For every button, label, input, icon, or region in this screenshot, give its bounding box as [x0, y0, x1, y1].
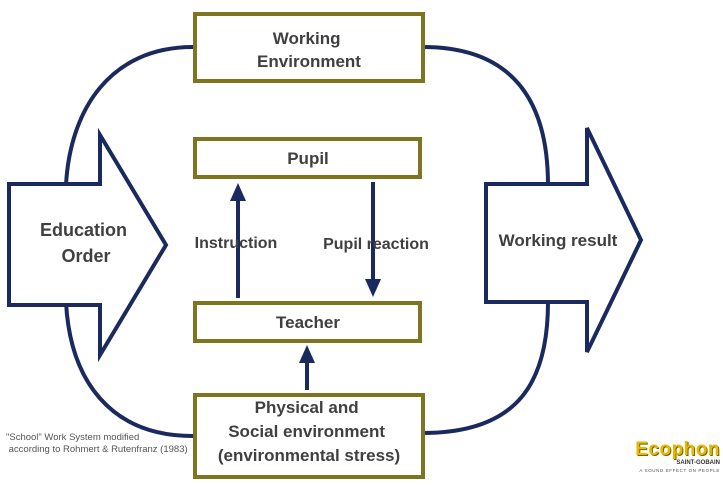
ecophon-logo: Ecophon SAINT-GOBAIN A SOUND EFFECT ON P… [630, 440, 720, 474]
working-environment-line-1: Working [273, 29, 341, 48]
logo-tagline: A SOUND EFFECT ON PEOPLE [639, 468, 720, 473]
pupil-reaction-arrow [365, 182, 381, 297]
source-caption: "School" Work System modified according … [6, 432, 188, 456]
loop-bottom-right [422, 301, 550, 435]
working-result-label: Working result [499, 231, 618, 250]
physical-social-line-1: Physical and [255, 398, 359, 417]
environment-to-teacher-arrow [299, 345, 315, 390]
working-environment-line-2: Environment [257, 52, 361, 71]
education-order-line-2: Order [61, 246, 110, 266]
caption-line-1: "School" Work System modified [6, 432, 140, 443]
physical-social-line-3: (environmental stress) [218, 446, 400, 465]
loop-bottom-left [64, 301, 194, 438]
caption-line-2: according to Rohmert & Rutenfranz (1983) [6, 444, 188, 455]
working-environment-label: Working Environment [257, 29, 361, 71]
education-order-arrow [7, 127, 169, 363]
physical-social-line-2: Social environment [228, 422, 385, 441]
logo-subtitle: SAINT-GOBAIN [676, 460, 720, 466]
logo-name: Ecophon [635, 439, 720, 460]
education-order-line-1: Education [40, 220, 127, 240]
physical-social-environment-label: Physical and Social environment (environ… [218, 398, 400, 465]
teacher-label: Teacher [276, 313, 340, 332]
pupil-reaction-label: Pupil reaction [323, 236, 429, 253]
physical-social-environment-box [193, 393, 425, 479]
teacher-box [193, 301, 422, 343]
pupil-box [193, 137, 422, 179]
instruction-label: Instruction [195, 235, 278, 252]
loop-top-left [64, 45, 194, 186]
education-order-label: Education Order [40, 220, 132, 266]
instruction-arrow [230, 183, 246, 298]
working-environment-box [193, 12, 425, 83]
pupil-label: Pupil [287, 149, 329, 168]
working-result-arrow [484, 127, 644, 353]
loop-top-right [422, 45, 550, 186]
